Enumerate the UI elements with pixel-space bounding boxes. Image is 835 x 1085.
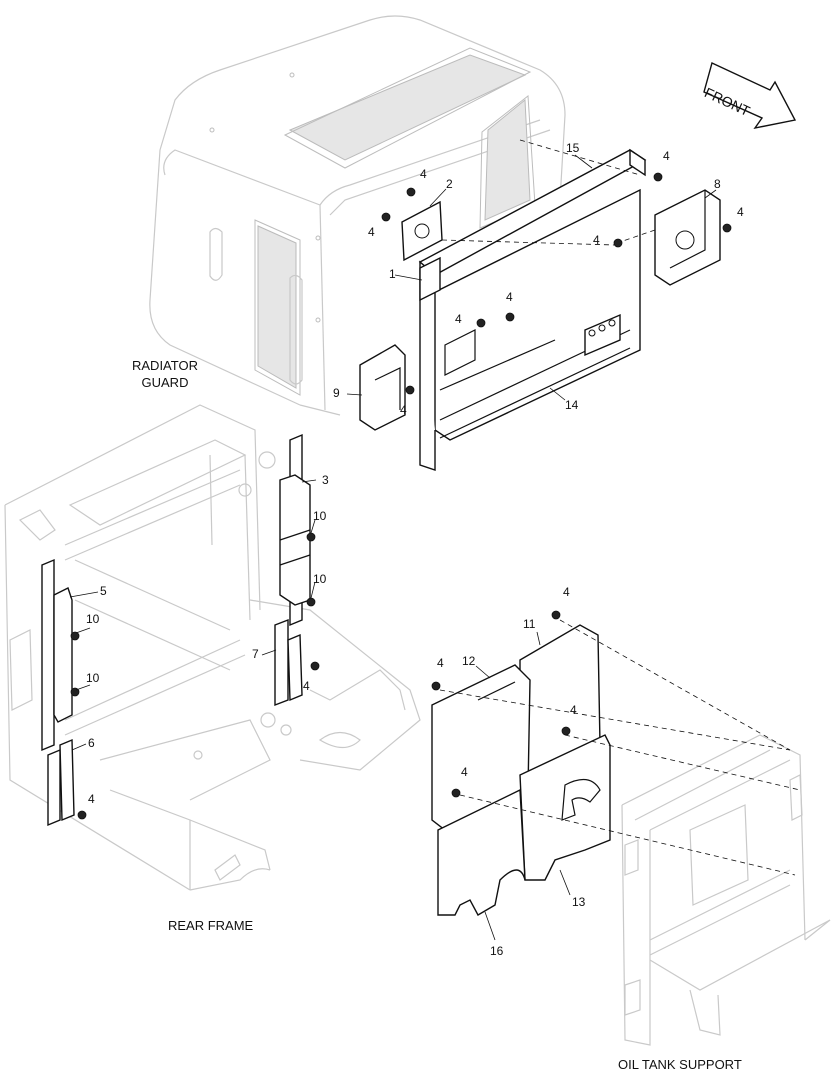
part-3-vertical-bar xyxy=(279,433,311,627)
callout-2: 2 xyxy=(446,177,453,191)
callout-14: 14 xyxy=(565,398,579,412)
callout-10-b: 10 xyxy=(313,572,327,586)
part-6-vertical-bar xyxy=(47,738,75,827)
radiator-guard-housing xyxy=(149,15,566,416)
callout-10-d: 10 xyxy=(86,671,100,685)
callout-11: 11 xyxy=(523,617,536,631)
callout-4-a: 4 xyxy=(420,167,427,181)
part-13-lower-right-panel xyxy=(519,734,611,881)
part-8-plate xyxy=(654,189,721,286)
oil-tank-support-label: OIL TANK SUPPORT xyxy=(618,1057,742,1072)
part-7-bracket xyxy=(274,618,303,707)
bolts xyxy=(70,172,732,820)
callout-leaders xyxy=(69,154,717,941)
radiator-guard-label: RADIATOR GUARD xyxy=(120,357,210,391)
callout-4-j: 4 xyxy=(88,792,95,806)
part-5-vertical-bar xyxy=(41,558,73,752)
callout-4-e: 4 xyxy=(593,233,600,247)
part-16-lower-left-panel xyxy=(437,788,526,916)
callout-1: 1 xyxy=(389,267,396,281)
callout-5: 5 xyxy=(100,584,107,598)
callout-12: 12 xyxy=(462,654,476,668)
callout-15: 15 xyxy=(566,141,580,155)
front-direction-arrow xyxy=(703,62,797,130)
callout-3: 3 xyxy=(322,473,329,487)
callout-9: 9 xyxy=(333,386,340,400)
callout-4-c: 4 xyxy=(663,149,670,163)
radiator-guard-label-line1: RADIATOR xyxy=(132,358,198,373)
callout-4-k: 4 xyxy=(563,585,570,599)
callout-6: 6 xyxy=(88,736,95,750)
alignment-lines xyxy=(439,139,801,876)
part-14-main-panel xyxy=(419,188,641,471)
radiator-guard-label-line2: GUARD xyxy=(141,375,189,390)
callout-4-l: 4 xyxy=(437,656,444,670)
callout-4-b: 4 xyxy=(368,225,375,239)
oil-tank-support-structure xyxy=(621,734,831,1046)
callout-4-f: 4 xyxy=(506,290,513,304)
part-1-bracket xyxy=(419,256,441,302)
callout-4-m: 4 xyxy=(570,703,577,717)
callout-10-c: 10 xyxy=(86,612,100,626)
callout-7: 7 xyxy=(252,647,259,661)
part-9-bracket xyxy=(359,344,406,431)
callout-4-i: 4 xyxy=(303,679,310,693)
rear-frame-label: REAR FRAME xyxy=(168,918,254,933)
callout-4-d: 4 xyxy=(737,205,744,219)
part-2-plate xyxy=(401,200,443,262)
callout-8: 8 xyxy=(714,177,721,191)
callout-4-n: 4 xyxy=(461,765,468,779)
callout-4-g: 4 xyxy=(455,312,462,326)
callout-13: 13 xyxy=(572,895,586,909)
callout-10-a: 10 xyxy=(313,509,327,523)
callout-16: 16 xyxy=(490,944,504,958)
callout-4-h: 4 xyxy=(400,403,407,417)
